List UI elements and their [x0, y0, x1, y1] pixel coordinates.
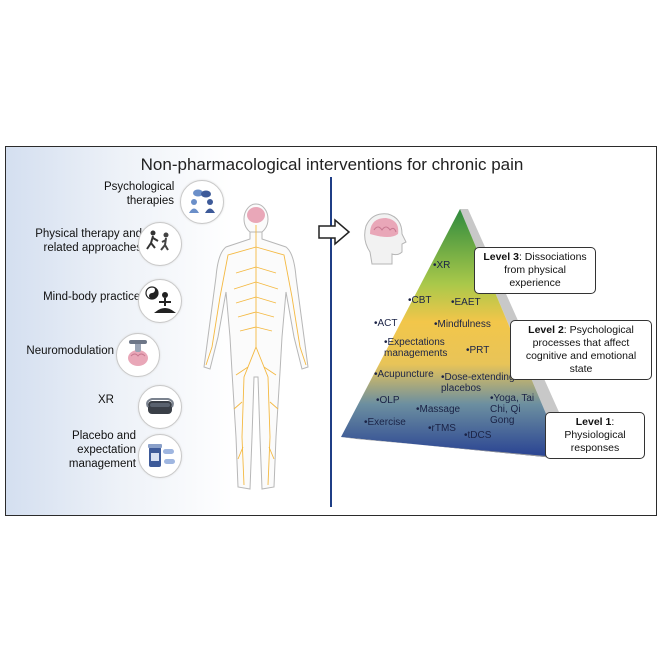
level-3-desc: Dissociations from physical experience — [504, 251, 587, 289]
level-2-desc: Psychological processes that affect cogn… — [525, 324, 637, 375]
item-massage: •Massage — [416, 404, 461, 415]
meditation-yin-yang-icon — [138, 279, 182, 323]
label-placebo: Placebo and expectation management — [68, 430, 136, 470]
level-2-box: Level 2: Psychological processes that af… — [510, 320, 652, 380]
item-mindfulness: •Mindfulness — [434, 319, 491, 330]
item-olp: •OLP — [376, 395, 400, 406]
level-2-title: Level 2 — [528, 324, 564, 336]
center-divider — [330, 177, 332, 507]
head-brain-icon — [364, 213, 407, 265]
item-act: •ACT — [374, 318, 398, 329]
figure-title: Non-pharmacological interventions for ch… — [140, 155, 524, 174]
running-people-icon — [138, 222, 182, 266]
label-mind-body: Mind-body practices — [43, 291, 146, 303]
level-1-box: Level 1: Physiological responses — [545, 412, 645, 459]
item-dose-extending: •Dose-extending placebos — [441, 372, 515, 394]
level-1-title: Level 1 — [575, 416, 612, 428]
item-tdcs: •tDCS — [464, 430, 492, 441]
item-expectations: •Expectations managements — [384, 337, 448, 359]
brain-stimulation-icon — [116, 333, 160, 377]
level-3-box: Level 3: Dissociations from physical exp… — [474, 247, 596, 294]
item-acupuncture: •Acupuncture — [374, 369, 434, 380]
label-physical-therapy: Physical therapy and related approaches — [35, 228, 142, 254]
label-xr: XR — [98, 394, 114, 406]
level-1-desc: Physiological responses — [564, 429, 626, 454]
item-eaet: •EAET — [451, 297, 481, 308]
item-yoga: •Yoga, Tai Chi, Qi Gong — [490, 393, 535, 426]
pills-bottle-icon — [138, 434, 182, 478]
therapy-session-icon — [180, 180, 224, 224]
figure-panel: Non-pharmacological interventions for ch… — [5, 146, 657, 516]
item-rtms: •rTMS — [428, 423, 456, 434]
item-xr: •XR — [433, 260, 451, 271]
item-prt: •PRT — [466, 345, 490, 356]
arrow-right-icon — [318, 218, 351, 246]
level-3-title: Level 3 — [483, 251, 519, 263]
item-exercise: •Exercise — [364, 417, 406, 428]
item-cbt: •CBT — [408, 295, 432, 306]
vr-headset-icon — [138, 385, 182, 429]
label-neuromodulation: Neuromodulation — [26, 345, 114, 357]
label-psychological-therapies: Psychological therapies — [104, 181, 175, 207]
human-nervous-system-icon — [203, 203, 309, 490]
